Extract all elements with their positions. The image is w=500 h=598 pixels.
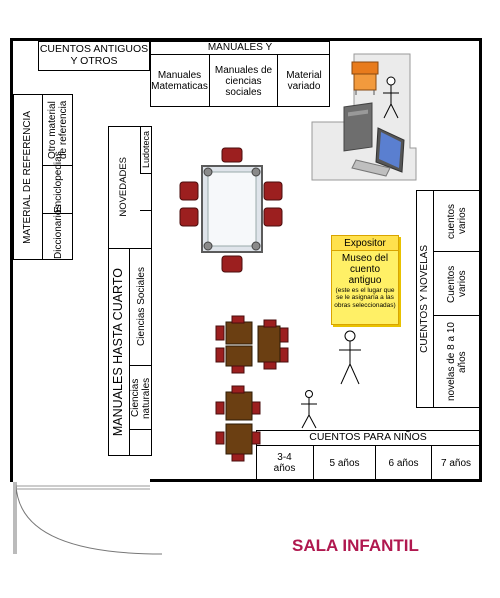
person-icon [301,390,317,429]
shelf-cuentos-antiguos: CUENTOS ANTIGUOS Y OTROS [38,41,150,71]
stool-icon [351,61,379,95]
shelf-cuentos-ninos-title: CUENTOS PARA NIÑOS [256,430,480,446]
wall-bottom [150,479,482,482]
small-tables-icon [215,315,289,462]
shelf-7-anos: 7 años [440,457,472,469]
door-icon [13,482,163,555]
shelf-6-anos: 6 años [376,446,432,480]
shelf-manuales-sociales: Manuales de ciencias sociales [210,55,278,107]
expositor-title: Expositor [332,236,398,251]
computer-desk-icon [311,53,417,181]
shelf-manuales-header: MANUALES Y [150,41,330,55]
shelf-3-4-anos: 3-4 años [256,446,314,480]
shelf-cuentos-novelas [416,190,480,408]
expositor: Expositor Museo del cuento antiguo (este… [331,235,399,325]
shelf-novedades: NOVEDADES [117,157,129,217]
shelf-manuales-matematicas: Manuales Matematicas [150,55,210,107]
wall-left [10,38,13,482]
shelf-cuentos-varios-1: cuentos varios [434,190,480,252]
shelf-cuentos-varios-2: Cuentos varios [434,252,480,316]
shelf-cuentos-antiguos-label: CUENTOS ANTIGUOS Y OTROS [39,43,149,67]
shelf-divider [108,248,152,249]
expositor-label: Museo del cuento antiguo [341,253,389,286]
shelf-cuentos-ninos [256,430,480,480]
shelf-manuales [150,41,330,107]
shelf-diccionarios: Diccionarios [52,204,64,259]
shelf-ludoteca: Ludoteca [140,126,152,174]
shelf-novelas: novelas de 8 a 10 años [446,322,468,402]
wall-right [479,38,482,482]
shelf-manuales-cuarto: MANUALES HASTA CUARTO [108,248,130,456]
shelf-ciencias-naturales: Ciencias naturales [130,366,152,430]
shelf-5-anos: 5 años [314,446,376,480]
shelf-divider [140,210,152,211]
expositor-note: (este es el lugar que se le asignaría a … [334,287,396,309]
shelf-referencia-title: MATERIAL DE REFERENCIA [13,94,43,260]
wall-top [10,38,482,41]
person-icon [339,330,361,385]
shelf-manuales-label: MANUALES Y [207,42,273,53]
shelf-referencia [13,94,73,260]
shelf-ciencias-sociales: Ciencias Sociales [130,248,152,366]
shelf-otro-material: Otro material de referencia [43,94,73,166]
shelf-material-variado: Material variado [286,70,322,92]
room-title: SALA INFANTIL [292,536,419,555]
person-icon [383,76,399,119]
shelf-cuentos-novelas-title: CUENTOS Y NOVELAS [416,190,434,408]
shelf-center [108,126,152,456]
meeting-table-icon [179,147,283,273]
shelf-enciclopedias: Enciclopedias [43,151,73,214]
